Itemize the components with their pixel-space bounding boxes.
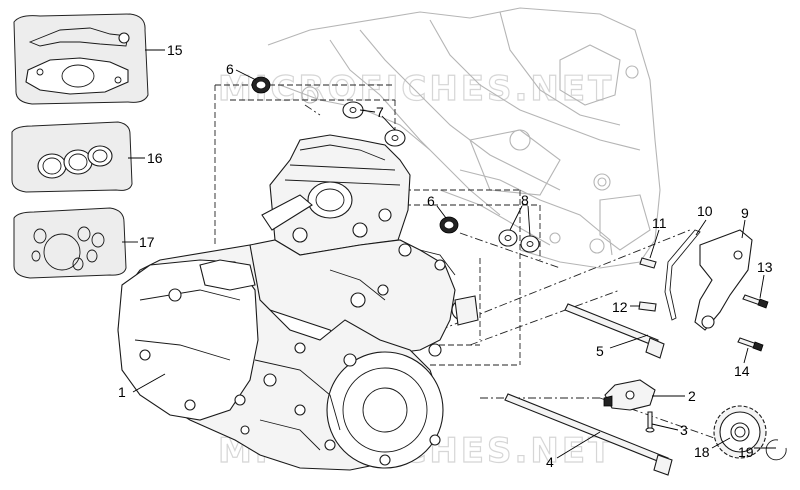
callout-12: 12 — [612, 299, 628, 315]
part-18-sprocket — [713, 405, 767, 459]
callout-18: 18 — [694, 444, 710, 460]
watermark-top: MICROFICHES.NET — [218, 69, 614, 109]
part-13-bolt — [742, 294, 769, 309]
callout-19: 19 — [738, 444, 754, 460]
part-3-screw — [645, 411, 655, 433]
callout-3: 3 — [680, 422, 688, 438]
callout-2: 2 — [688, 388, 696, 404]
leader-lines — [122, 49, 776, 459]
callout-7: 7 — [376, 104, 384, 120]
callout-1: 1 — [118, 384, 126, 400]
part-7-washer-b — [384, 129, 406, 147]
part-6-seal-mid — [439, 216, 459, 234]
part-6-seal-top — [251, 76, 271, 94]
callout-8: 8 — [521, 192, 529, 208]
gasket-kit-15 — [13, 13, 149, 105]
callout-11: 11 — [652, 215, 667, 231]
part-4-long-bolt — [504, 393, 673, 476]
part-19-circlip — [765, 439, 787, 461]
callout-13: 13 — [757, 259, 773, 275]
part-5-long-bolt — [564, 303, 665, 359]
callout-15: 15 — [167, 42, 183, 58]
part-11-pin — [639, 257, 657, 269]
callout-6-top: 6 — [226, 61, 234, 77]
callout-17: 17 — [139, 234, 155, 250]
callout-9: 9 — [741, 205, 749, 221]
part-8-washer-b — [520, 235, 540, 253]
callout-6-mid: 6 — [427, 193, 435, 209]
part-9-cover-plate — [694, 229, 753, 331]
part-2-bracket — [603, 379, 656, 411]
callout-14: 14 — [734, 363, 750, 379]
callout-4: 4 — [546, 454, 554, 470]
part-10-chain-guide — [664, 229, 701, 321]
callout-16: 16 — [147, 150, 163, 166]
callout-5: 5 — [596, 343, 604, 359]
part-14-bolt — [737, 337, 764, 352]
engine-assembly — [117, 134, 479, 471]
part-8-washer-a — [498, 229, 518, 247]
callout-10: 10 — [697, 203, 713, 219]
assembly-lines — [214, 84, 721, 441]
part-12-spacer — [638, 301, 657, 312]
gasket-kit-16 — [11, 121, 133, 193]
frame-outline — [267, 7, 661, 269]
gasket-kit-17 — [13, 207, 127, 279]
callout-labels: 1 2 3 4 5 6 6 7 8 9 10 11 12 13 14 15 16… — [118, 42, 773, 470]
